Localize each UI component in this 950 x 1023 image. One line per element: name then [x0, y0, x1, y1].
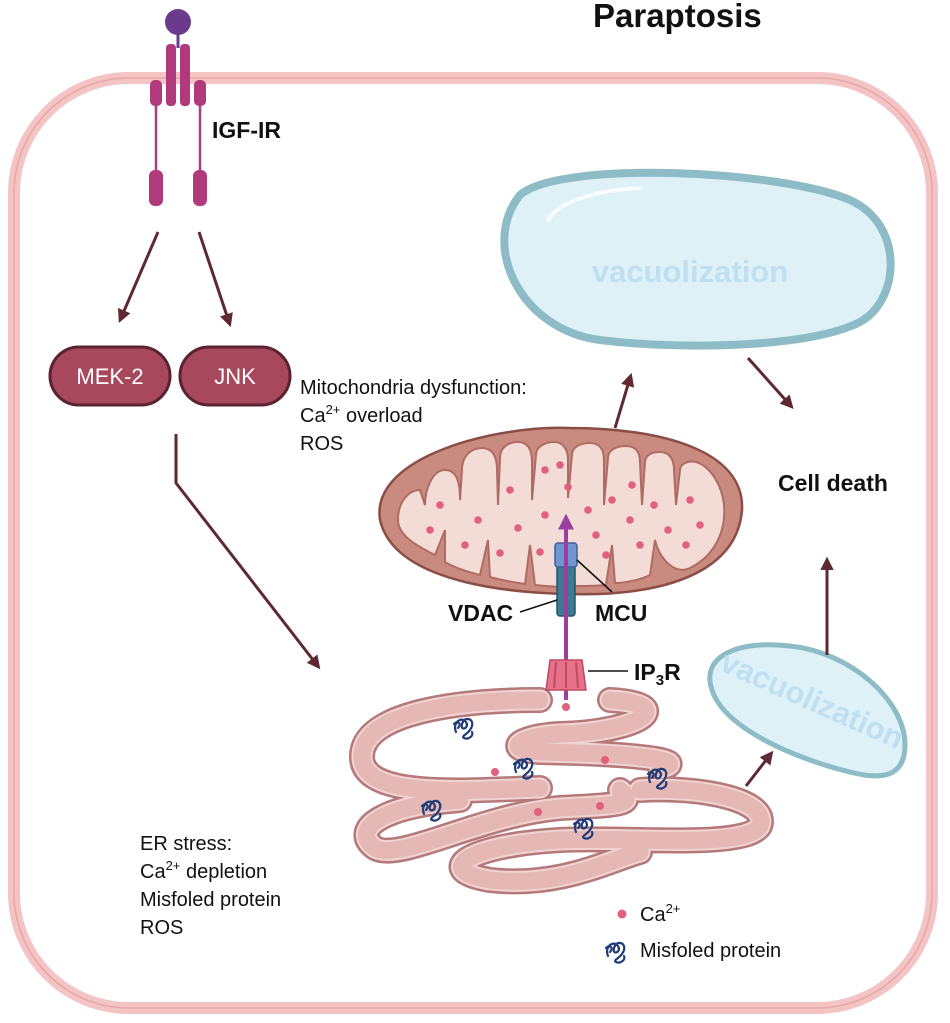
legend: Ca2+ Misfoled protein: [604, 901, 781, 964]
igf-ir-receptor-icon: [149, 9, 207, 206]
arrow-receptor-to-jnk: [197, 231, 233, 328]
vdac-pointer: [519, 599, 558, 613]
mcu-pointer: [576, 559, 613, 593]
arrow-er-to-vacuole: [744, 750, 774, 787]
ip3r-label: IP3R: [634, 659, 681, 689]
er-stress-text: ER stress: Ca2+ depletion Misfoled prote…: [140, 833, 287, 939]
legend-calcium-icon: [617, 909, 627, 919]
legend-protein-label: Misfoled protein: [640, 940, 781, 962]
large-vacuole: vacuolization: [500, 168, 895, 350]
er-calcium-dots: [491, 703, 609, 816]
jnk-label: JNK: [214, 364, 256, 389]
cell-death-label: Cell death: [778, 470, 888, 496]
cell-membrane-inner-line: [13, 77, 933, 1009]
mito-dysfunction-text: Mitochondria dysfunction: Ca2+ overload …: [300, 377, 532, 455]
endoplasmic-reticulum: [349, 687, 774, 895]
vdac-label: VDAC: [448, 600, 513, 626]
mcu-label: MCU: [595, 600, 647, 626]
legend-protein-icon: [604, 941, 626, 964]
er-misfolded-proteins: [420, 717, 668, 840]
legend-calcium-label: Ca2+: [640, 901, 680, 926]
arrow-vacuole-to-death: [746, 357, 794, 410]
mito-calcium-dots: [426, 461, 704, 559]
arrow-mito-to-vacuole: [613, 372, 635, 429]
diagram-title: Paraptosis: [593, 0, 762, 34]
ligand-icon: [165, 9, 191, 35]
ip3r-channel: [545, 659, 587, 691]
mek2-label: MEK-2: [76, 364, 143, 389]
arrow-receptor-to-mek2: [118, 231, 160, 323]
jnk-node: JNK: [178, 345, 292, 407]
mek2-node: MEK-2: [48, 345, 172, 407]
large-vacuole-label: vacuolization: [592, 254, 788, 289]
igf-ir-label: IGF-IR: [212, 117, 281, 143]
arrow-kinases-to-er: [174, 434, 321, 670]
